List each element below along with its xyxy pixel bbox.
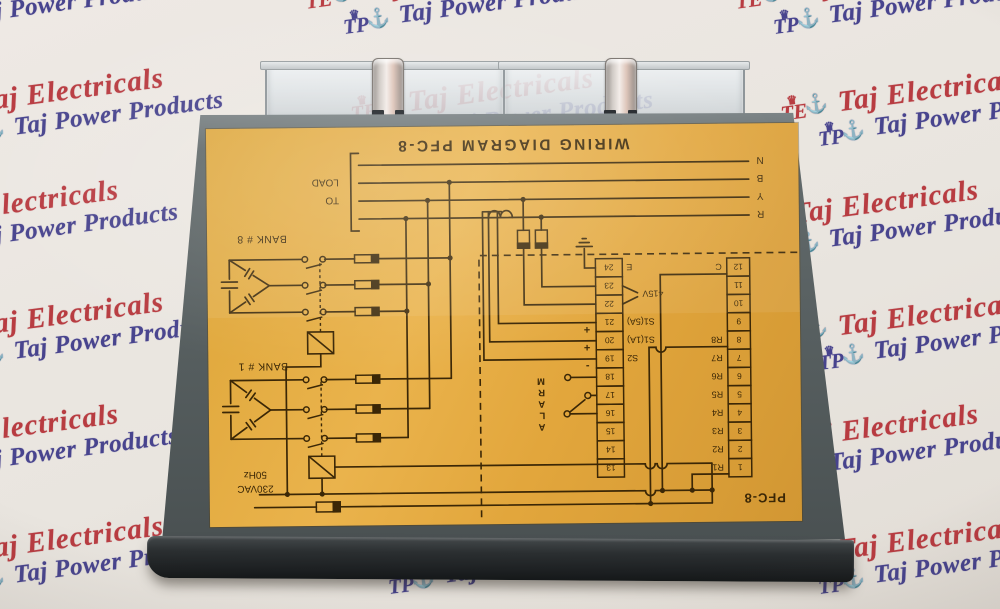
terminal-number: 11 <box>734 280 743 290</box>
watermark-tile: ♛TE⚓Taj Electricals♛TP⚓Taj Power Product… <box>733 0 1000 41</box>
terminal-strip-1-12: 1 R1 2 R2 3 R3 4 R4 5 R5 6 R6 7 R7 8 R8 9 10 11 12 C <box>711 257 753 478</box>
terminal-number: 5 <box>737 389 742 399</box>
terminal-number: 4 <box>737 408 742 418</box>
contactor-linkages <box>319 259 323 457</box>
terminal-number: 9 <box>736 317 741 327</box>
terminal-number: 18 <box>605 372 615 382</box>
terminal-side-label: S1(5A) <box>627 316 655 326</box>
label-glare <box>205 122 800 319</box>
ship-icon: ⚓ <box>328 0 355 5</box>
terminal-number: 14 <box>606 445 616 455</box>
watermark-brand2: Taj Power Products <box>397 0 610 30</box>
ship-icon: ⚓ <box>364 6 392 31</box>
ship-icon: ⚓ <box>839 342 867 367</box>
plus-mark-2: + <box>584 323 591 335</box>
terminal-number: 21 <box>604 317 614 327</box>
ship-icon: ⚓ <box>0 118 7 143</box>
alarm-label: ALARM <box>536 375 545 432</box>
to-load-1: TO <box>325 194 339 205</box>
to-load-2: LOAD <box>312 176 339 187</box>
terminal-side-label: R6 <box>711 371 723 381</box>
phase-r: R <box>757 208 764 219</box>
brand-logo-icon: ♛TP⚓ <box>0 118 7 148</box>
terminal-side-label: E <box>626 262 632 272</box>
junction-dots <box>284 179 715 507</box>
terminal-number: 16 <box>605 408 615 418</box>
supply-voltage: 230VAC <box>237 483 273 494</box>
ship-icon: ⚓ <box>794 6 822 31</box>
terminal-number: 23 <box>604 281 614 291</box>
terminal-box <box>725 257 751 278</box>
unit-boundary-dashed <box>478 251 798 523</box>
diagram-wires <box>220 152 750 509</box>
terminal-number: 15 <box>606 426 616 436</box>
v415-label: 415V <box>642 288 663 298</box>
label-title: WIRING DIAGRAM PFC-8 <box>396 135 630 154</box>
bank1-label: BANK # 1 <box>238 360 288 372</box>
terminal-side-label: R3 <box>712 426 724 436</box>
terminal-number: 6 <box>737 371 742 381</box>
minus-mark: - <box>585 360 589 372</box>
phase-b: B <box>756 172 763 183</box>
watermark-brand2: Taj Power Products <box>0 0 180 30</box>
terminal-number: 24 <box>604 263 614 273</box>
label-model: PFC-8 <box>744 490 786 505</box>
phase-n: N <box>756 154 763 165</box>
terminal-side-label: R4 <box>712 408 724 418</box>
terminal-number: 12 <box>733 262 743 272</box>
terminal-number: 8 <box>736 335 741 345</box>
terminal-side-label: R8 <box>711 335 723 345</box>
brand-logo-icon: ♛TP⚓ <box>816 118 867 152</box>
contactor-coils <box>306 330 336 480</box>
terminal-side-label: R1 <box>712 462 724 472</box>
supply-frequency: 50Hz <box>244 469 267 480</box>
terminal-side-label: S2 <box>627 353 638 363</box>
ship-icon: ⚓ <box>803 92 831 117</box>
ship-icon: ⚓ <box>758 0 785 5</box>
fuses <box>315 229 549 513</box>
terminal-side-label: S1(1A) <box>627 335 655 345</box>
terminal-side-label: R5 <box>712 389 724 399</box>
terminal-number: 17 <box>605 390 615 400</box>
terminal-number: 10 <box>734 298 744 308</box>
brand-logo-icon: ♛TP⚓ <box>0 566 7 596</box>
terminal-number: 22 <box>604 299 614 309</box>
front-bezel <box>146 535 855 583</box>
terminal-box <box>594 257 624 278</box>
ship-icon: ⚓ <box>839 118 867 143</box>
terminal-strip-13-24: 13 14 15 16 17 18 19 S2 20 S1(1A) 21 S1(5A) 22 23 24 E <box>594 257 655 479</box>
ship-icon: ⚓ <box>0 342 7 367</box>
ship-icon: ⚓ <box>0 566 7 591</box>
terminal-number: 1 <box>738 462 743 472</box>
plus-mark-1: + <box>584 341 591 353</box>
brand-logo-icon: ♛TP⚓ <box>341 6 392 40</box>
alarm-contact-circles <box>563 373 592 418</box>
watermark-brand2: Taj Power Products <box>827 0 1000 30</box>
brand-logo-icon: ♛TP⚓ <box>771 6 822 40</box>
phase-y: Y <box>756 190 763 201</box>
watermark-tile: ♛TE⚓Taj Electricals♛TP⚓Taj Power Product… <box>0 0 347 41</box>
terminal-number: 20 <box>605 335 615 345</box>
terminal-number: 19 <box>605 354 615 364</box>
terminal-side-label: C <box>715 262 722 272</box>
terminal-number: 7 <box>736 353 741 363</box>
bank8-label: BANK # 8 <box>237 233 287 245</box>
brand-logo-icon: ♛TP⚓ <box>0 342 7 372</box>
terminal-cover-left <box>260 58 510 124</box>
terminal-number: 2 <box>737 444 742 454</box>
terminal-number: 3 <box>737 426 742 436</box>
terminal-side-label: R7 <box>711 353 723 363</box>
terminal-side-label: R2 <box>712 444 724 454</box>
terminal-number: 13 <box>606 463 616 473</box>
